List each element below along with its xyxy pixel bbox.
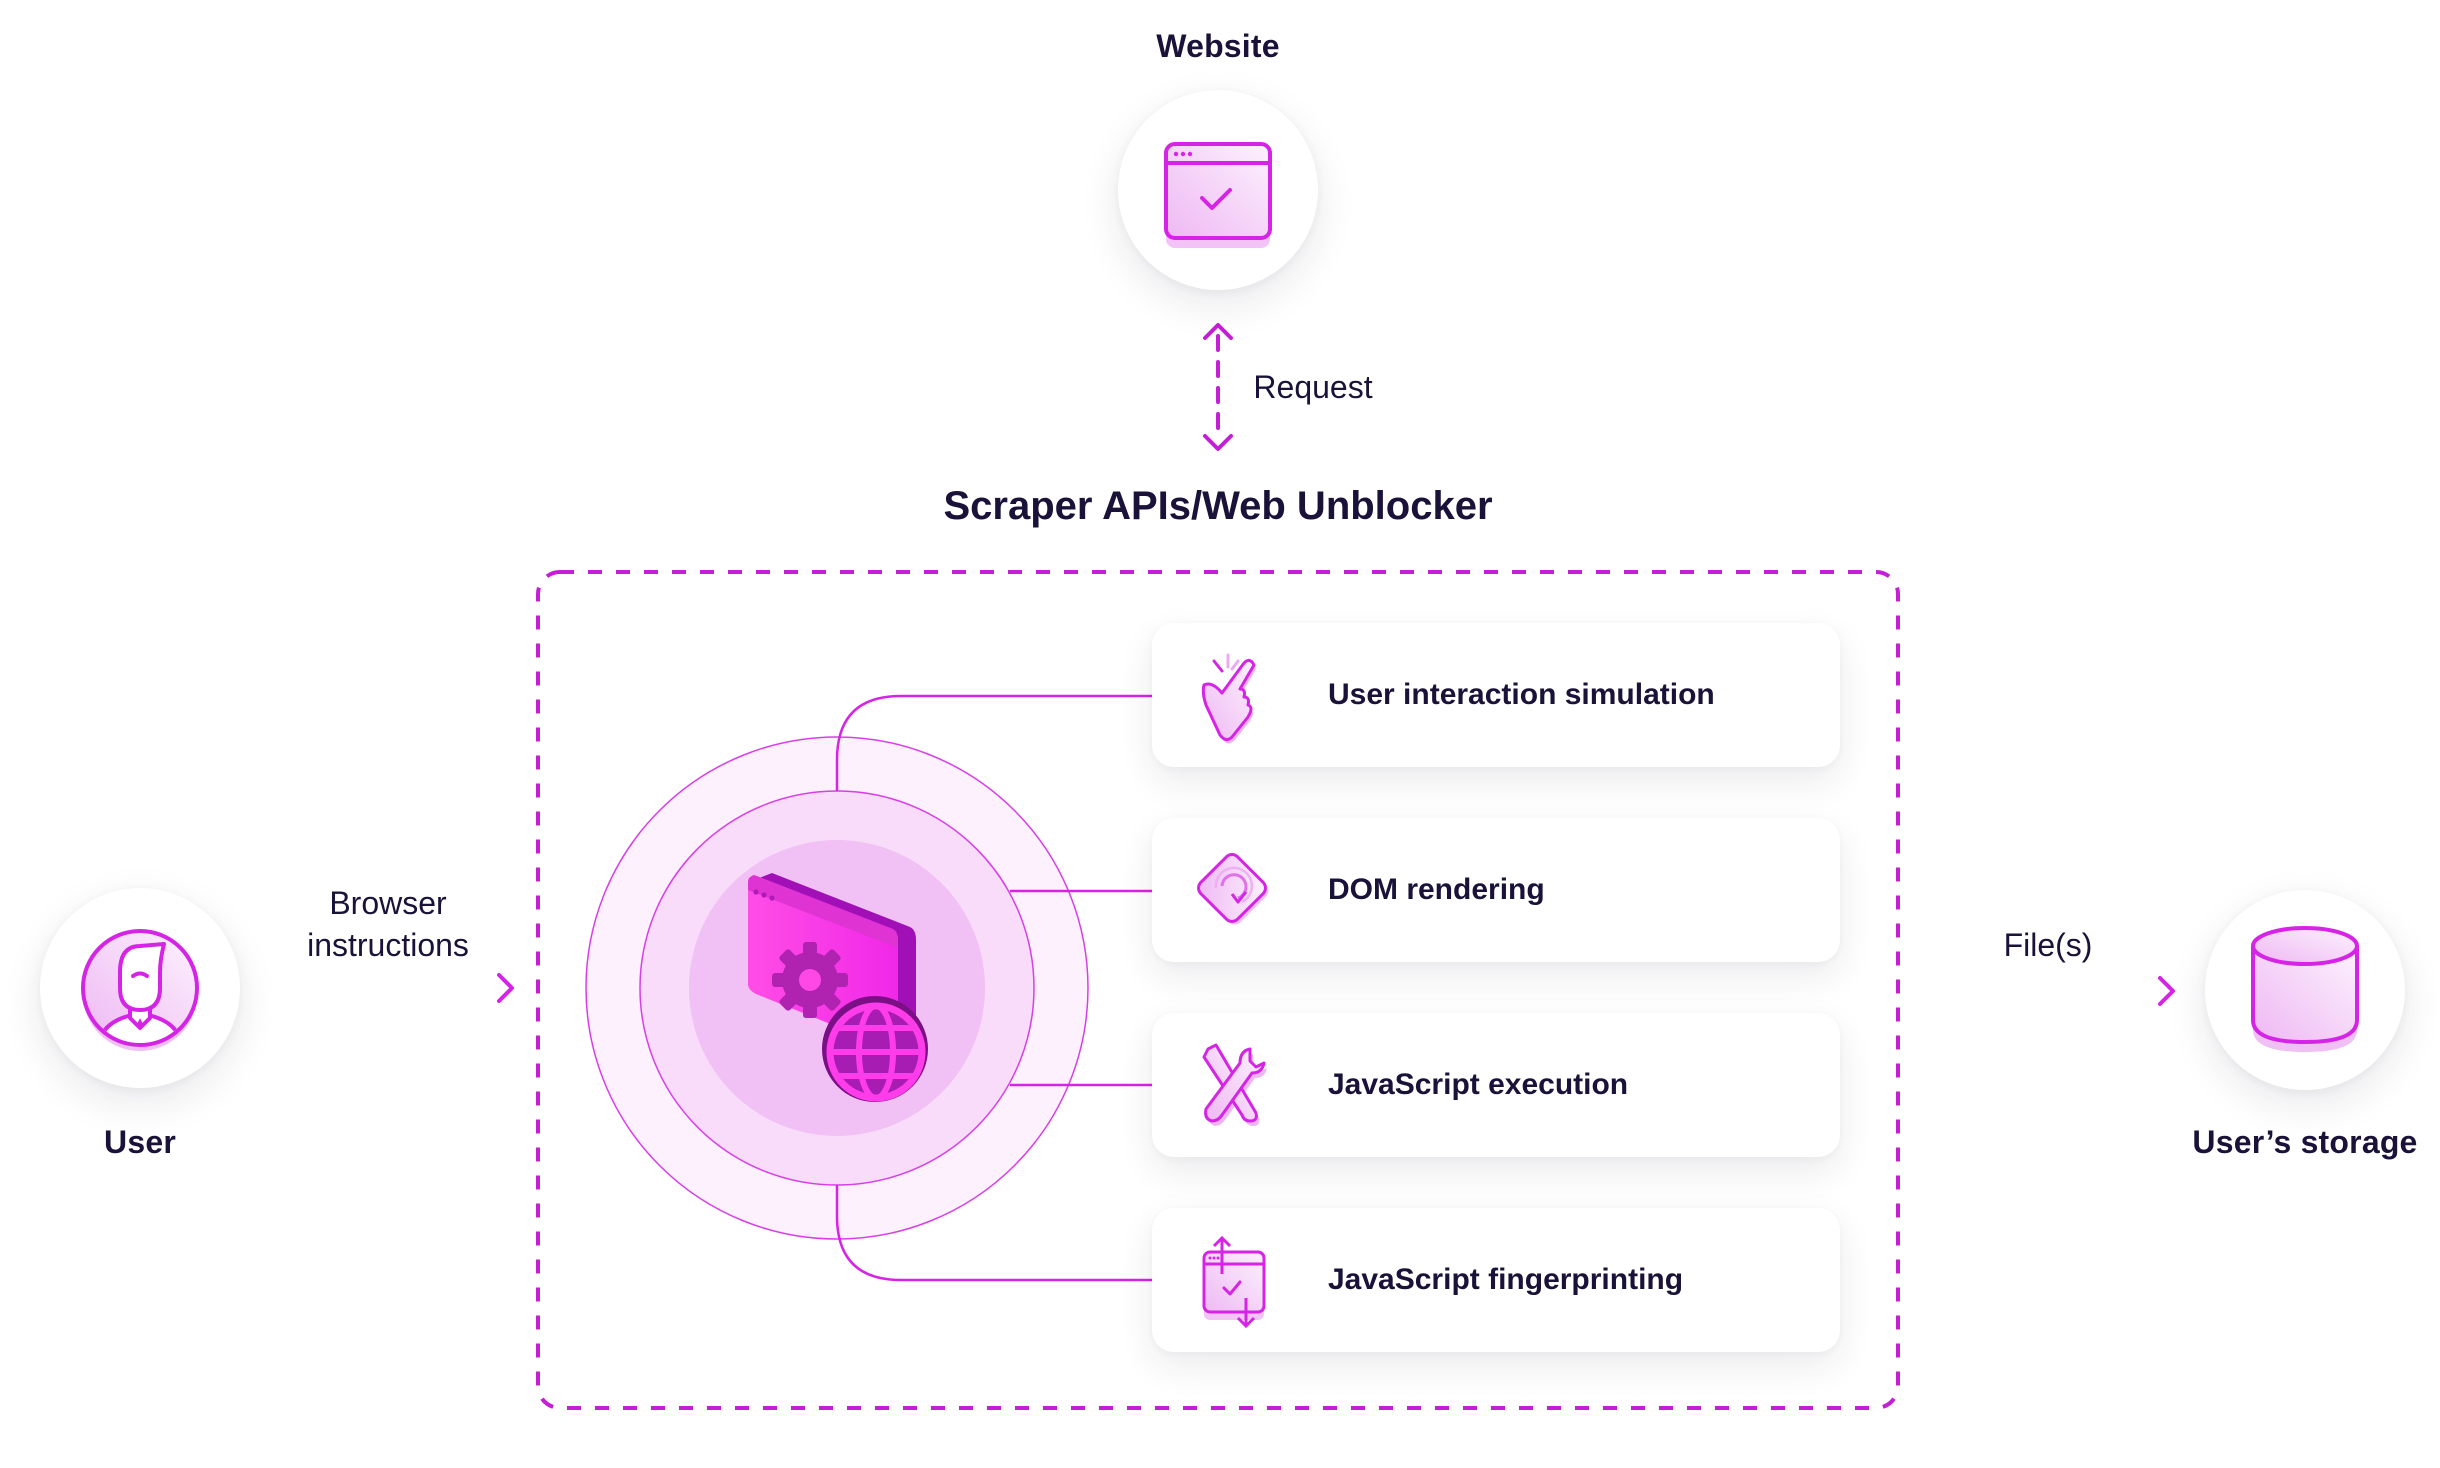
storage-node[interactable] — [2205, 890, 2405, 1090]
database-icon — [2251, 926, 2359, 1052]
website-label: Website — [1156, 28, 1280, 64]
hand-tap-icon — [1201, 653, 1256, 744]
website-node[interactable] — [1118, 90, 1318, 290]
feature-card-dom-rendering[interactable]: DOM rendering — [1152, 818, 1840, 962]
browser-instructions-arrow — [264, 973, 514, 1003]
scraper-title: Scraper APIs/Web Unblocker — [943, 484, 1493, 528]
feature-label: User interaction simulation — [1328, 678, 1715, 711]
feature-label: JavaScript fingerprinting — [1328, 1263, 1684, 1296]
core-circles — [585, 736, 1089, 1240]
files-label: File(s) — [2003, 927, 2093, 963]
user-node[interactable] — [40, 888, 240, 1088]
browser-instructions-label: Browser instructions — [307, 882, 469, 966]
feature-card-user-interaction[interactable]: User interaction simulation — [1152, 623, 1840, 767]
user-label: User — [104, 1124, 176, 1160]
request-label: Request — [1253, 369, 1373, 405]
browser-gear-globe-icon — [748, 873, 928, 1102]
feature-card-javascript-execution[interactable]: JavaScript execution — [1152, 1013, 1840, 1157]
feature-label: JavaScript execution — [1328, 1068, 1629, 1101]
browser-check-icon — [1164, 142, 1272, 248]
feature-label: DOM rendering — [1328, 873, 1545, 906]
browser-arrows-icon — [1202, 1235, 1266, 1329]
browser-instructions-line1: Browser — [329, 885, 447, 921]
browser-instructions-line2: instructions — [307, 927, 469, 963]
refresh-diamond-icon — [1197, 853, 1269, 925]
feature-card-javascript-fingerprinting[interactable]: JavaScript fingerprinting — [1152, 1208, 1840, 1352]
request-arrow — [1203, 323, 1233, 451]
tools-icon — [1202, 1043, 1267, 1126]
files-arrow — [1924, 976, 2175, 1006]
storage-label: User’s storage — [2192, 1124, 2418, 1160]
feature-connectors — [835, 694, 1152, 1282]
user-avatar-icon — [81, 929, 199, 1051]
